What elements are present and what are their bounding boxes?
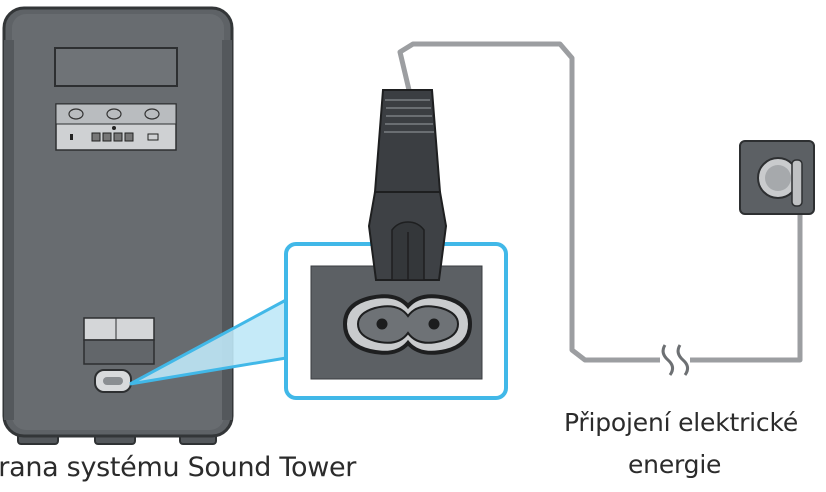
power-cable xyxy=(397,41,803,363)
power-socket-icon xyxy=(342,294,473,355)
cable-break-icon xyxy=(661,344,690,376)
device-label-sticker xyxy=(83,317,155,365)
wall-outlet-icon xyxy=(739,140,815,215)
device-display-panel xyxy=(54,47,178,87)
device-power-inlet xyxy=(94,369,132,393)
power-caption-line-1: Připojení elektrické xyxy=(564,408,799,437)
power-plug-icon xyxy=(367,89,448,281)
device-control-panel xyxy=(55,103,177,151)
power-caption-line-2: energie xyxy=(628,450,722,479)
device-caption: trana systému Sound Tower xyxy=(0,452,357,483)
